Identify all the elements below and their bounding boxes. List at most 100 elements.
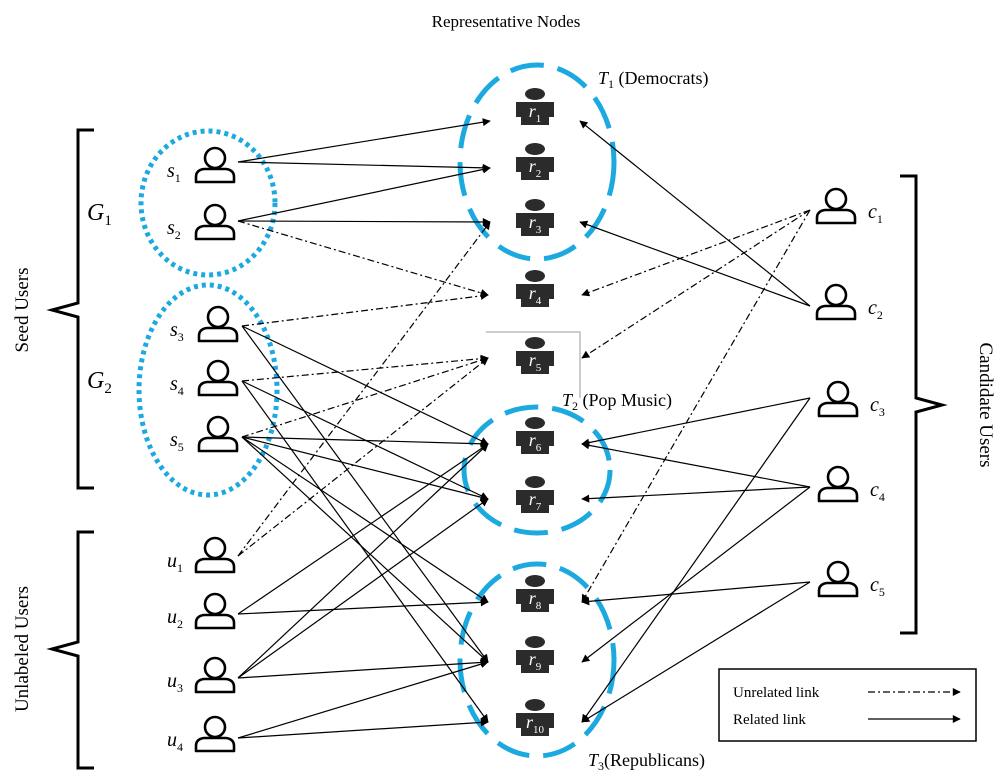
topic-label-t3: T3(Republicans) xyxy=(588,750,705,773)
related-link-s3-r9 xyxy=(241,325,489,663)
user-node-s2: s2 xyxy=(167,203,236,242)
rep-label-r5: r5 xyxy=(529,350,542,374)
unrelated-link-u1-r3 xyxy=(237,221,491,557)
user-label-c1: c1 xyxy=(868,201,883,226)
user-label-s3: s3 xyxy=(170,319,184,344)
unrelated-link-s5-r5 xyxy=(241,356,489,438)
user-label-u2: u2 xyxy=(167,606,183,631)
topic-label-t2: T2 (Pop Music) xyxy=(562,390,672,413)
unrelated-link-c1-r8 xyxy=(581,209,811,603)
rep-label-r8: r8 xyxy=(529,588,542,612)
legend-related-label: Related link xyxy=(733,712,806,728)
user-node-u3: u3 xyxy=(167,656,236,695)
rep-label-r3: r3 xyxy=(529,212,542,236)
rep-label-r9: r9 xyxy=(529,649,542,673)
candidate-users-brace xyxy=(900,174,948,635)
related-link-s5-r8 xyxy=(241,436,489,603)
user-label-c2: c2 xyxy=(868,297,883,322)
related-link-u3-r6 xyxy=(237,443,489,679)
person-icon xyxy=(817,560,859,598)
related-link-c3-r6 xyxy=(581,397,811,447)
seed-users-label: Seed Users xyxy=(12,268,33,353)
unrelated-link-c1-r5 xyxy=(581,209,811,359)
person-icon xyxy=(815,283,857,321)
rep-node-r1: r1 xyxy=(516,88,554,125)
user-label-c4: c4 xyxy=(870,479,885,504)
user-node-s3: s3 xyxy=(170,305,239,344)
rep-node-r10: r10 xyxy=(516,699,554,736)
rep-label-r6: r6 xyxy=(529,430,542,454)
rep-node-r6: r6 xyxy=(516,417,554,454)
related-link-s4-r10 xyxy=(241,380,489,723)
rep-node-r2: r2 xyxy=(516,143,554,180)
unlabeled-users-brace xyxy=(46,530,94,770)
related-link-c2-r1 xyxy=(579,120,811,307)
rep-node-r3: r3 xyxy=(516,199,554,236)
related-link-c5-r10 xyxy=(581,581,811,723)
user-label-s1: s1 xyxy=(167,160,181,185)
user-label-c5: c5 xyxy=(870,574,885,599)
group-oval-g1 xyxy=(138,128,278,278)
user-node-c3: c3 xyxy=(817,380,885,419)
related-link-s1-r2 xyxy=(237,161,491,172)
seed-users-brace xyxy=(46,128,94,490)
legend: Unrelated link Related link xyxy=(718,668,977,742)
rep-label-r7: r7 xyxy=(529,489,542,513)
user-node-c1: c1 xyxy=(815,187,883,226)
rep-node-r5: r5 xyxy=(516,337,554,374)
person-icon xyxy=(194,146,236,184)
related-link-c2-r3 xyxy=(579,220,811,307)
user-node-s4: s4 xyxy=(170,359,239,398)
unrelated-link-s3-r4 xyxy=(241,291,489,327)
person-icon xyxy=(194,203,236,241)
unrelated-link-s2-r4 xyxy=(237,220,489,297)
links-layer xyxy=(237,118,811,739)
related-link-s5-r6 xyxy=(241,436,489,448)
r5-guide-line xyxy=(486,331,581,398)
person-icon xyxy=(815,187,857,225)
user-node-s1: s1 xyxy=(167,146,236,185)
unrelated-link-c1-r4 xyxy=(581,209,811,297)
related-link-s3-r6 xyxy=(241,325,489,445)
topic-label-t1: T1 (Democrats) xyxy=(598,68,708,91)
group-g1-label: G1 xyxy=(87,200,112,229)
user-node-c5: c5 xyxy=(817,560,885,599)
related-link-u2-r8 xyxy=(237,598,489,615)
related-link-c5-r8 xyxy=(581,581,811,606)
user-label-c3: c3 xyxy=(870,394,885,419)
user-label-u1: u1 xyxy=(167,550,183,575)
group-oval-g2 xyxy=(136,282,280,498)
user-node-s5: s5 xyxy=(170,415,239,454)
topic-oval-t2 xyxy=(461,404,613,536)
rep-node-r9: r9 xyxy=(516,636,554,673)
rep-node-r7: r7 xyxy=(516,476,554,513)
person-icon xyxy=(194,592,236,630)
nodes-layer: s1 s2 s3 s4 s5 u1 u2 u3 u4 c1 c2 c3 c4 c5 r1 r2 r3 r4 r5 r6… xyxy=(167,88,885,754)
unrelated-link-s4-r5 xyxy=(241,354,489,382)
user-node-u2: u2 xyxy=(167,592,236,631)
related-link-s5-r7 xyxy=(241,436,489,502)
related-link-c4-r9 xyxy=(581,486,811,663)
related-link-u4-r10 xyxy=(237,718,489,739)
person-icon xyxy=(197,359,239,397)
diagram-title: Representative Nodes xyxy=(432,12,581,31)
person-icon xyxy=(817,465,859,503)
unrelated-link-u1-r5 xyxy=(237,357,489,557)
group-g2-label: G2 xyxy=(87,368,112,397)
user-label-s5: s5 xyxy=(170,429,184,454)
user-node-c2: c2 xyxy=(815,283,883,322)
unlabeled-users-label: Unlabeled Users xyxy=(12,586,33,712)
related-link-u3-r7 xyxy=(237,498,489,679)
related-link-u3-r9 xyxy=(237,658,489,679)
related-link-s5-r9 xyxy=(241,436,489,663)
person-icon xyxy=(197,415,239,453)
rep-label-r4: r4 xyxy=(529,283,542,307)
person-icon xyxy=(197,305,239,343)
related-link-c4-r6 xyxy=(581,441,811,488)
user-node-u4: u4 xyxy=(167,715,236,754)
person-icon xyxy=(817,380,859,418)
person-icon xyxy=(194,536,236,574)
topic-oval-t1 xyxy=(457,62,617,262)
user-label-u4: u4 xyxy=(167,729,183,754)
